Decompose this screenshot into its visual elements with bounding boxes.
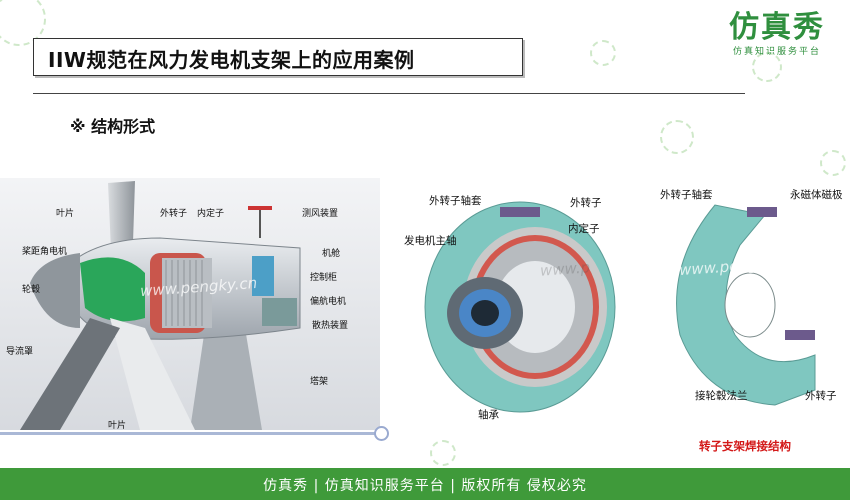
label-control-cabinet: 控制柜 <box>310 273 338 283</box>
logo-sub-text: 仿真知识服务平台 <box>732 47 821 57</box>
watermark: www.p <box>539 258 591 280</box>
video-progress-knob[interactable] <box>374 426 389 441</box>
label-inner-stator: 内定子 <box>197 209 225 219</box>
footer-bar: 仿真秀 | 仿真知识服务平台 | 版权所有 侵权必究 <box>0 468 850 500</box>
label-pitch-motor: 桨距角电机 <box>22 247 68 257</box>
label-fairing: 导流罩 <box>6 347 34 357</box>
label-inner-stator: 内定子 <box>568 223 600 235</box>
label-yaw-motor: 偏航电机 <box>310 297 347 307</box>
label-bearing: 轴承 <box>478 409 499 421</box>
label-nacelle: 机舱 <box>322 249 341 259</box>
generator-section-figure: www.p 外转子轴套 外转子 内定子 发电机主轴 轴承 <box>400 185 650 430</box>
label-gen-main-shaft: 发电机主轴 <box>404 235 457 247</box>
turbine-illustration <box>0 178 380 430</box>
rotor-support-illustration <box>655 185 845 420</box>
decor-circle <box>590 40 616 66</box>
label-blade-bottom: 叶片 <box>108 421 127 431</box>
decor-circle <box>820 150 846 176</box>
label-pm-pole: 永磁体磁极 <box>790 189 843 201</box>
section-heading: ※ 结构形式 <box>70 117 156 136</box>
decor-circle <box>660 120 694 154</box>
rotor-support-caption: 转子支架焊接结构 <box>699 439 791 453</box>
label-outer-rotor: 外转子 <box>570 197 602 209</box>
brand-logo: 仿真秀 仿真知识服务平台 <box>722 2 832 57</box>
label-tower: 塔架 <box>310 377 329 387</box>
rotor-support-figure: www.pengky.cn 外转子轴套 永磁体磁极 接轮毂法兰 外转子 <box>655 185 845 420</box>
decor-circle <box>430 440 456 466</box>
title-box: IIW规范在风力发电机支架上的应用案例 <box>33 38 523 76</box>
label-hub-flange: 接轮毂法兰 <box>695 390 748 402</box>
label-outer-rotor-sleeve: 外转子轴套 <box>429 195 482 207</box>
footer-text: 仿真秀 | 仿真知识服务平台 | 版权所有 侵权必究 <box>263 478 587 494</box>
label-outer-rotor: 外转子 <box>160 209 188 219</box>
title-divider <box>33 93 745 94</box>
turbine-cutaway-figure: www.pengky.cn 叶片 桨距角电机 轮毂 导流罩 叶片 外转子 内定子… <box>0 178 380 431</box>
label-hub: 轮毂 <box>22 285 41 295</box>
page-title: IIW规范在风力发电机支架上的应用案例 <box>48 48 415 72</box>
generator-illustration <box>400 185 650 430</box>
video-progress-track[interactable] <box>0 432 378 435</box>
label-cooling: 散热装置 <box>312 321 349 331</box>
label-outer-rotor-sleeve: 外转子轴套 <box>660 189 713 201</box>
label-anemometer: 测风装置 <box>302 209 339 219</box>
label-blade-top: 叶片 <box>56 209 75 219</box>
logo-main-text: 仿真秀 <box>729 10 825 45</box>
label-outer-rotor: 外转子 <box>805 390 837 402</box>
decor-circle <box>752 52 782 82</box>
decor-circle <box>0 0 46 46</box>
